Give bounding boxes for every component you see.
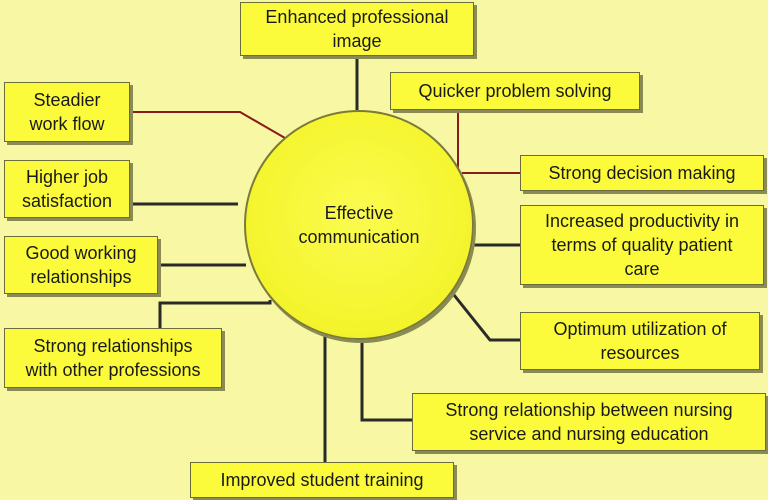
node-relationships-professions: Strong relationships with other professi… — [4, 328, 222, 388]
node-good-working-relationships: Good working relationships — [4, 236, 158, 294]
connector-relationships-professions — [158, 300, 272, 328]
node-quicker-problem-solving: Quicker problem solving — [390, 72, 640, 110]
center-node-effective-communication: Effective communication — [244, 110, 474, 340]
node-strong-decision-making: Strong decision making — [520, 155, 764, 191]
node-higher-job-satisfaction: Higher job satisfaction — [4, 160, 130, 218]
node-nursing-relationship: Strong relationship between nursing serv… — [412, 393, 766, 451]
node-improved-student-training: Improved student training — [190, 462, 454, 498]
node-optimum-utilization: Optimum utilization of resources — [520, 312, 760, 370]
connector-nursing-relationship — [360, 340, 412, 422]
connector-steadier-flow — [130, 111, 286, 139]
node-enhanced-professional-image: Enhanced professional image — [240, 2, 474, 56]
node-steadier-work-flow: Steadier work flow — [4, 82, 130, 142]
node-increased-productivity: Increased productivity in terms of quali… — [520, 205, 764, 285]
connector-optimum-utilization — [448, 289, 520, 342]
